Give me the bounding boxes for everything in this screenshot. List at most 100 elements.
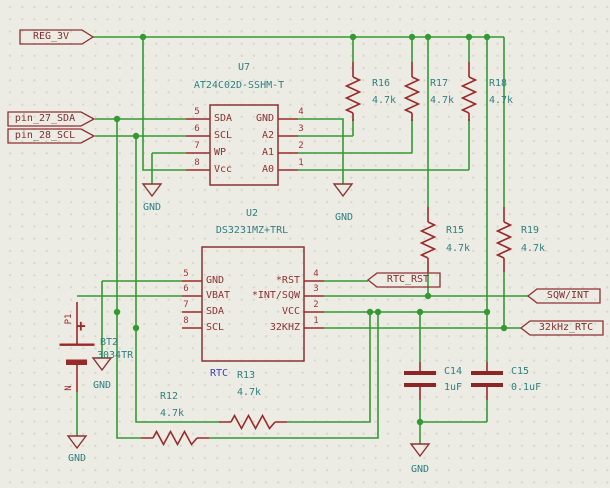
gnd-symbol-u7-wp[interactable] xyxy=(142,183,162,197)
r16-value[interactable]: 4.7k xyxy=(372,95,397,106)
r15-value[interactable]: 4.7k xyxy=(446,243,471,254)
gnd-symbol-u7[interactable] xyxy=(333,183,353,197)
gnd-symbol-caps[interactable] xyxy=(410,443,430,457)
c15-reference[interactable]: C15 xyxy=(511,366,530,377)
wire-battery-u2 xyxy=(76,280,182,436)
wire-u2-right xyxy=(324,280,528,329)
u2-reference[interactable]: U2 xyxy=(245,208,259,219)
u2-body[interactable] xyxy=(201,246,305,362)
capacitor-bodies[interactable] xyxy=(404,371,503,387)
u2-pin-name-rst: *RST xyxy=(275,275,300,286)
label-shape-32khz-rtc xyxy=(519,320,604,336)
r16-reference[interactable]: R16 xyxy=(372,78,391,89)
u7-pin-number-5: 5 xyxy=(194,107,200,117)
u2-pin-name-vbat: VBAT xyxy=(206,290,231,301)
r17-value[interactable]: 4.7k xyxy=(430,95,455,106)
label-shape-sqw-int xyxy=(526,288,601,304)
r13-reference[interactable]: R13 xyxy=(237,370,256,381)
c15-value[interactable]: 0.1uF xyxy=(511,382,542,393)
junction-dots xyxy=(113,33,508,426)
battery-BT2[interactable] xyxy=(59,343,95,366)
capacitor-C15[interactable] xyxy=(471,371,503,387)
net-label-rtc-rst[interactable]: RTC_RST xyxy=(386,274,430,285)
wire-i2c xyxy=(95,118,379,439)
u2-pin-name-gnd: GND xyxy=(206,275,225,286)
u2-value[interactable]: DS3231MZ+TRL xyxy=(215,225,289,236)
bt2-reference[interactable]: BT2 xyxy=(100,337,119,348)
resistor-R12[interactable] xyxy=(152,430,198,446)
u7-body[interactable] xyxy=(209,104,279,186)
capacitor-C14[interactable] xyxy=(404,371,436,387)
u7-pin-name-gnd: GND xyxy=(255,113,274,124)
r19-value[interactable]: 4.7k xyxy=(521,243,546,254)
label-shape-reg-3v xyxy=(19,29,95,45)
battery-plus-sign: + xyxy=(76,316,86,335)
r19-reference[interactable]: R19 xyxy=(521,225,540,236)
resistor-R15[interactable] xyxy=(420,221,436,259)
u7-pin-number-7: 7 xyxy=(194,141,200,151)
u2-pin-number-2: 2 xyxy=(313,300,319,310)
u2-pin-number-5: 5 xyxy=(183,269,189,279)
battery-pin-n-label: N xyxy=(64,385,74,391)
resistor-leads xyxy=(141,62,505,439)
u7-pin-name-wp: WP xyxy=(214,147,227,158)
gnd-text-caps: GND xyxy=(410,464,430,475)
net-label-reg-3v[interactable]: REG_3V xyxy=(32,31,70,42)
net-label-shapes[interactable] xyxy=(7,29,604,336)
r12-value[interactable]: 4.7k xyxy=(160,408,185,419)
net-label-32khz-rtc[interactable]: 32kHz_RTC xyxy=(538,322,594,333)
u7-pin-name-vcc: Vcc xyxy=(214,164,233,175)
wire-caps-gnd xyxy=(419,312,488,444)
gnd-symbol-battery[interactable] xyxy=(67,435,87,449)
u2-pin-name-32khz: 32KHZ xyxy=(269,322,300,333)
r17-reference[interactable]: R17 xyxy=(430,78,449,89)
r12-reference[interactable]: R12 xyxy=(160,391,179,402)
u7-reference[interactable]: U7 xyxy=(237,62,251,73)
u2-note-rtc[interactable]: RTC xyxy=(210,368,229,379)
label-shape-pin27-sda xyxy=(7,111,96,127)
u7-value[interactable]: AT24C02D-SSHM-T xyxy=(193,80,285,91)
gnd-text-battery: GND xyxy=(67,453,87,464)
wire-u7-wp-gnd xyxy=(151,152,186,184)
r15-reference[interactable]: R15 xyxy=(446,225,465,236)
battery-pin-p1-label: P1 xyxy=(64,313,74,325)
label-shape-pin28-scl xyxy=(7,128,96,144)
u7-pin-number-6: 6 xyxy=(194,124,200,134)
label-shape-rtc-rst xyxy=(366,272,441,288)
u2-pin-number-1: 1 xyxy=(313,316,319,326)
u7-pin-number-8: 8 xyxy=(194,158,200,168)
resistor-R17[interactable] xyxy=(404,76,420,114)
pin-stubs xyxy=(76,62,505,439)
capacitor-leads xyxy=(419,362,488,400)
wires[interactable] xyxy=(76,36,528,444)
u7-pin-number-2: 2 xyxy=(298,141,304,151)
u7-pin-number-4: 4 xyxy=(298,107,304,117)
resistor-R19[interactable] xyxy=(496,221,512,259)
wire-u7-pullups xyxy=(298,37,470,184)
r13-value[interactable]: 4.7k xyxy=(237,387,262,398)
resistor-R18[interactable] xyxy=(461,76,477,114)
u2-pin-number-7: 7 xyxy=(183,300,189,310)
u2-pin-number-8: 8 xyxy=(183,316,189,326)
bt2-value[interactable]: 3034TR xyxy=(97,350,134,361)
resistor-R16[interactable] xyxy=(345,76,361,114)
c14-reference[interactable]: C14 xyxy=(444,366,463,377)
u2-pin-number-6: 6 xyxy=(183,284,189,294)
u2-pin-name-sda: SDA xyxy=(206,306,225,317)
r18-reference[interactable]: R18 xyxy=(489,78,508,89)
u7-pin-number-3: 3 xyxy=(298,124,304,134)
wire-power-rail xyxy=(93,36,505,362)
resistor-R13[interactable] xyxy=(230,414,276,430)
r18-value[interactable]: 4.7k xyxy=(489,95,514,106)
u7-pin-name-scl: SCL xyxy=(214,130,233,141)
net-label-pin27-sda[interactable]: pin_27_SDA xyxy=(14,113,76,124)
battery-plate-positive xyxy=(59,343,95,346)
net-label-pin28-scl[interactable]: pin_28_SCL xyxy=(14,130,76,141)
u7-pin-stubs xyxy=(186,118,298,171)
gnd-text-u2: GND xyxy=(92,380,112,391)
c14-value[interactable]: 1uF xyxy=(444,382,463,393)
net-label-sqw-int[interactable]: SQW/INT xyxy=(546,290,590,301)
u2-pin-name-vcc: VCC xyxy=(281,306,300,317)
